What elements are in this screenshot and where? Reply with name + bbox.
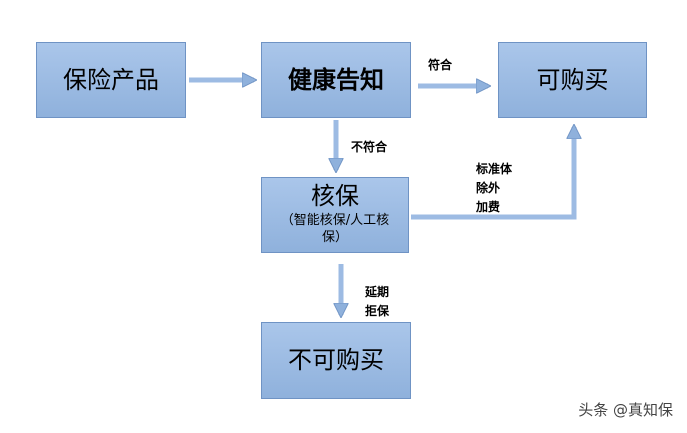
node-label: 健康告知 — [288, 65, 384, 94]
node-note-line: 保） — [321, 230, 348, 246]
edge-label-line: 除外 — [476, 181, 501, 195]
node-label: 核保 — [311, 182, 359, 211]
node-note: （智能核保/人工核 保） — [281, 212, 389, 247]
edge-label-line: 延期 — [365, 285, 390, 299]
edge-label-line: 加费 — [476, 200, 501, 214]
edge-label-no-match: 不符合 — [351, 140, 388, 154]
edge-label-match: 符合 — [428, 58, 453, 72]
arrow-underwriting-to-buy — [411, 127, 574, 220]
node-note-line: （智能核保/人工核 — [280, 212, 390, 228]
node-insurance-product: 保险产品 — [36, 42, 186, 118]
node-label: 保险产品 — [63, 65, 159, 94]
node-purchasable: 可购买 — [498, 42, 647, 118]
edge-label-line: 拒保 — [365, 304, 390, 318]
edge-label-postpone: 延期 拒保 — [365, 283, 389, 321]
edge-label-standard: 标准体 除外 加费 — [476, 160, 512, 217]
node-underwriting: 核保 （智能核保/人工核 保） — [261, 177, 409, 253]
node-label: 不可购买 — [288, 346, 384, 375]
watermark: 头条 @真知保 — [578, 401, 673, 419]
node-health-disclosure: 健康告知 — [261, 42, 411, 118]
node-label: 可购买 — [536, 65, 609, 94]
edge-label-line: 标准体 — [476, 162, 513, 176]
node-not-purchasable: 不可购买 — [261, 322, 411, 399]
